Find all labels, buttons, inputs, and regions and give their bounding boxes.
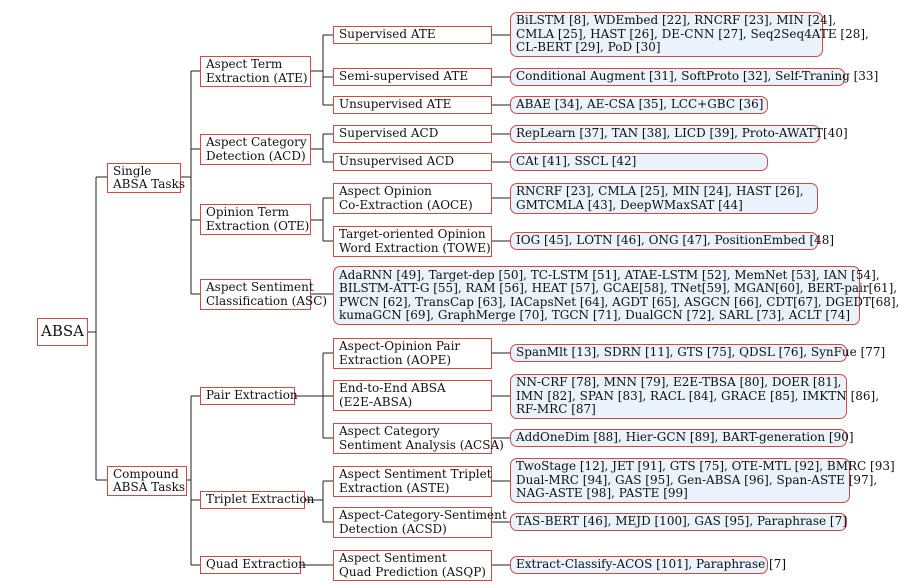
methods-line: NAG-ASTE [98], PASTE [99]: [516, 486, 688, 501]
root-node-absa: ABSA: [37, 318, 88, 346]
node-towe: Target-oriented Opinion Word Extraction …: [333, 226, 492, 257]
node-supervised-ate: Supervised ATE: [333, 26, 492, 44]
node-label-line: Aspect-Category-Sentiment: [339, 508, 507, 522]
methods-semi-supervised-ate: Conditional Augment [31], SoftProto [32]…: [510, 68, 879, 86]
methods-acsa: AddOneDim [88], Hier-GCN [89], BART-gene…: [510, 429, 854, 447]
methods-supervised-acd: RepLearn [37], TAN [38], LICD [39], Prot…: [510, 125, 848, 143]
node-label-line: Detection (ACD): [206, 148, 306, 163]
node-ote: Opinion Term Extraction (OTE): [200, 204, 311, 235]
methods-line: Extract-Classify-ACOS [101], Paraphrase …: [516, 557, 787, 572]
methods-unsupervised-acd: CAt [41], SSCL [42]: [510, 153, 768, 171]
methods-line: ABAE [34], AE-CSA [35], LCC+GBC [36]: [516, 97, 764, 112]
node-label-line: Classification (ASC): [206, 293, 328, 308]
node-label-line: Aspect Term: [206, 57, 283, 71]
node-label-line: ABSA Tasks: [113, 480, 185, 494]
node-asc: Aspect Sentiment Classification (ASC): [200, 279, 328, 310]
node-acsd: Aspect-Category-Sentiment Detection (ACS…: [333, 507, 507, 538]
node-supervised-acd: Supervised ACD: [333, 125, 492, 143]
node-label-line: Word Extraction (TOWE): [339, 240, 491, 255]
node-label-line: (E2E-ABSA): [339, 394, 413, 409]
methods-line: kumaGCN [69], GraphMerge [70], TGCN [71]…: [339, 308, 851, 322]
methods-line: TwoStage [12], JET [91], GTS [75], OTE-M…: [516, 459, 895, 474]
node-label-line: End-to-End ABSA: [339, 381, 446, 395]
node-label: Unsupervised ACD: [339, 154, 455, 169]
methods-line: AdaRNN [49], Target-dep [50], TC-LSTM [5…: [339, 267, 880, 282]
methods-line: Conditional Augment [31], SoftProto [32]…: [516, 69, 879, 84]
node-unsupervised-acd: Unsupervised ACD: [333, 153, 492, 171]
methods-line: RNCRF [23], CMLA [25], MIN [24], HAST [2…: [516, 184, 804, 198]
root-label: ABSA: [41, 322, 84, 341]
node-unsupervised-ate: Unsupervised ATE: [333, 96, 492, 114]
methods-line: Dual-MRC [94], GAS [95], Gen-ABSA [96], …: [516, 472, 878, 487]
node-label-line: Extraction (ATE): [206, 70, 308, 85]
node-ate: Aspect Term Extraction (ATE): [200, 56, 311, 87]
node-label: Semi-supervised ATE: [339, 69, 469, 84]
node-label-line: Detection (ACSD): [339, 521, 447, 536]
node-aste: Aspect Sentiment Triplet Extraction (AST…: [333, 466, 492, 497]
node-label: Supervised ACD: [339, 126, 439, 141]
node-label: Supervised ATE: [339, 27, 436, 42]
node-compound-absa-tasks: Compound ABSA Tasks: [107, 466, 187, 496]
node-single-absa-tasks: Single ABSA Tasks: [107, 163, 185, 193]
methods-line: TAS-BERT [46], MEJD [100], GAS [95], Par…: [516, 514, 847, 529]
methods-asc: AdaRNN [49], Target-dep [50], TC-LSTM [5…: [333, 266, 899, 325]
methods-line: NN-CRF [78], MNN [79], E2E-TBSA [80], DO…: [516, 375, 842, 390]
methods-line: RepLearn [37], TAN [38], LICD [39], Prot…: [516, 126, 848, 141]
tree-connectors: [88, 34, 510, 566]
methods-supervised-ate: BiLSTM [8], WDEmbed [22], RNCRF [23], MI…: [510, 12, 869, 57]
node-acd: Aspect Category Detection (ACD): [200, 134, 311, 165]
methods-aste: TwoStage [12], JET [91], GTS [75], OTE-M…: [510, 458, 895, 503]
methods-e2e-absa: NN-CRF [78], MNN [79], E2E-TBSA [80], DO…: [510, 374, 880, 419]
node-label-line: Aspect Sentiment: [339, 551, 447, 565]
node-aoce: Aspect Opinion Co-Extraction (AOCE): [333, 183, 492, 214]
methods-line: RF-MRC [87]: [516, 402, 596, 417]
node-label-line: Extraction (OTE): [206, 218, 310, 233]
methods-acsd: TAS-BERT [46], MEJD [100], GAS [95], Par…: [510, 513, 847, 531]
node-label-line: ABSA Tasks: [113, 177, 185, 191]
node-semi-supervised-ate: Semi-supervised ATE: [333, 68, 492, 86]
node-label: Triplet Extraction: [206, 492, 315, 507]
node-label-line: Extraction (ASTE): [339, 480, 450, 495]
node-e2e-absa: End-to-End ABSA (E2E-ABSA): [333, 380, 492, 411]
methods-towe: IOG [45], LOTN [46], ONG [47], PositionE…: [510, 232, 835, 250]
methods-unsupervised-ate: ABAE [34], AE-CSA [35], LCC+GBC [36]: [510, 96, 768, 114]
methods-line: BiLSTM [8], WDEmbed [22], RNCRF [23], MI…: [516, 13, 837, 28]
node-triplet-extraction: Triplet Extraction: [200, 491, 315, 509]
node-quad-extraction: Quad Extraction: [200, 556, 306, 574]
node-asqp: Aspect Sentiment Quad Prediction (ASQP): [333, 550, 492, 581]
methods-line: CMLA [25], HAST [26], DE-CNN [27], Seq2S…: [516, 26, 869, 41]
node-label: Pair Extraction: [206, 388, 298, 403]
node-label-line: Sentiment Analysis (ACSA): [339, 437, 504, 452]
node-label-line: Aspect Category: [339, 424, 440, 438]
node-label-line: Aspect Sentiment: [206, 280, 314, 294]
node-acsa: Aspect Category Sentiment Analysis (ACSA…: [333, 423, 504, 454]
methods-line: PWCN [62], TransCap [63], IACapsNet [64]…: [339, 294, 899, 309]
node-pair-extraction: Pair Extraction: [200, 387, 298, 405]
node-label-line: Aspect Category: [206, 135, 307, 149]
methods-line: BILSTM-ATT-G [55], RAM [56], HEAT [57], …: [339, 281, 898, 295]
methods-line: IMN [82], SPAN [83], RACL [84], GRACE [8…: [516, 388, 880, 403]
methods-asqp: Extract-Classify-ACOS [101], Paraphrase …: [510, 556, 787, 574]
methods-aope: SpanMlt [13], SDRN [11], GTS [75], QDSL …: [510, 344, 886, 362]
node-label-line: Opinion Term: [206, 205, 289, 219]
node-label-line: Compound: [113, 466, 179, 481]
methods-line: IOG [45], LOTN [46], ONG [47], PositionE…: [516, 233, 835, 248]
node-label-line: Aspect-Opinion Pair: [339, 339, 461, 353]
methods-line: GMTCMLA [43], DeepWMaxSAT [44]: [516, 197, 743, 212]
node-label-line: Aspect Opinion: [339, 184, 432, 198]
methods-line: AddOneDim [88], Hier-GCN [89], BART-gene…: [516, 430, 854, 445]
node-label-line: Single: [113, 163, 152, 178]
node-label-line: Extraction (AOPE): [339, 352, 452, 367]
node-label: Unsupervised ATE: [339, 97, 452, 112]
node-label-line: Co-Extraction (AOCE): [339, 197, 473, 212]
node-label-line: Quad Prediction (ASQP): [339, 564, 486, 579]
methods-line: CL-BERT [29], PoD [30]: [516, 40, 661, 55]
methods-aoce: RNCRF [23], CMLA [25], MIN [24], HAST [2…: [510, 183, 818, 214]
node-aope: Aspect-Opinion Pair Extraction (AOPE): [333, 338, 492, 369]
node-label-line: Aspect Sentiment Triplet: [339, 467, 492, 481]
methods-line: CAt [41], SSCL [42]: [516, 154, 637, 169]
node-label: Quad Extraction: [206, 557, 306, 572]
node-label-line: Target-oriented Opinion: [339, 227, 486, 241]
methods-line: SpanMlt [13], SDRN [11], GTS [75], QDSL …: [516, 345, 886, 360]
